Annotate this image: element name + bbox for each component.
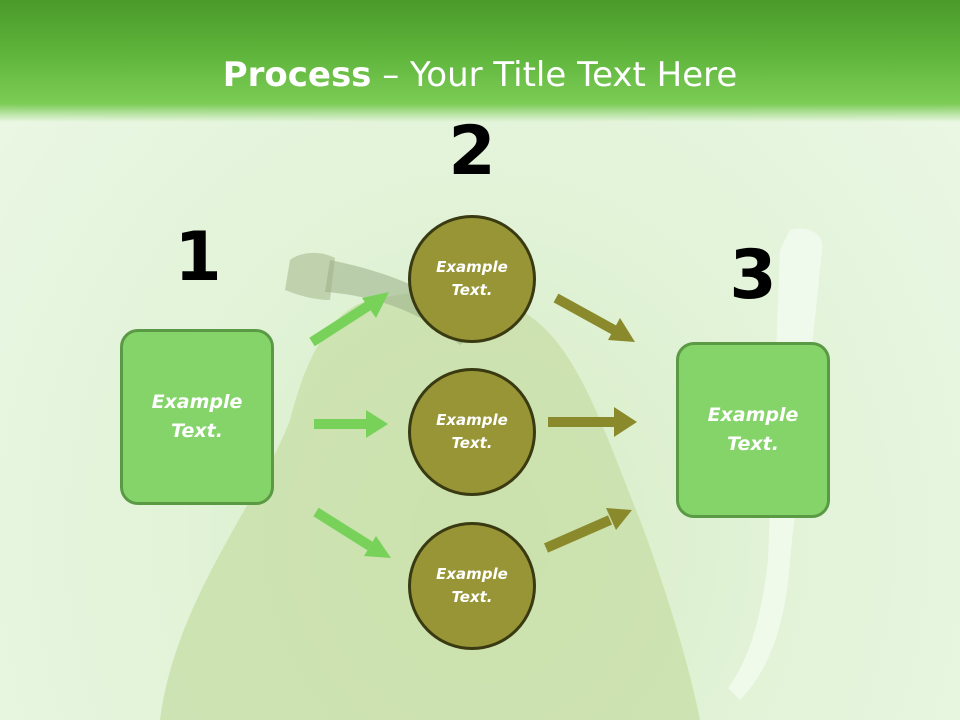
left-process-box: Example Text. [120, 329, 274, 505]
arrow-left-to-middle [314, 410, 388, 438]
arrow-top-to-right [553, 293, 635, 342]
step-number-3: 3 [729, 236, 777, 315]
arrow-middle-to-right [548, 407, 637, 437]
circle-top-text: Example Text. [436, 258, 508, 299]
arrow-bottom-to-right [543, 508, 632, 553]
step-number-1: 1 [174, 218, 222, 297]
process-circle-middle: Example Text. [408, 368, 536, 496]
right-box-text: Example Text. [707, 404, 799, 455]
arrow-left-to-top [309, 292, 389, 347]
arrow-left-to-bottom [313, 507, 391, 558]
left-box-text: Example Text. [151, 391, 243, 442]
title-rest: – Your Title Text Here [371, 55, 738, 95]
title-bold: Process [222, 55, 372, 95]
circle-bottom-text: Example Text. [436, 565, 508, 606]
process-circle-bottom: Example Text. [408, 522, 536, 650]
step-number-2: 2 [448, 112, 496, 191]
process-circle-top: Example Text. [408, 215, 536, 343]
right-process-box: Example Text. [676, 342, 830, 518]
page-title: Process – Your Title Text Here [0, 54, 960, 96]
title-bar [0, 0, 960, 122]
circle-middle-text: Example Text. [436, 411, 508, 452]
